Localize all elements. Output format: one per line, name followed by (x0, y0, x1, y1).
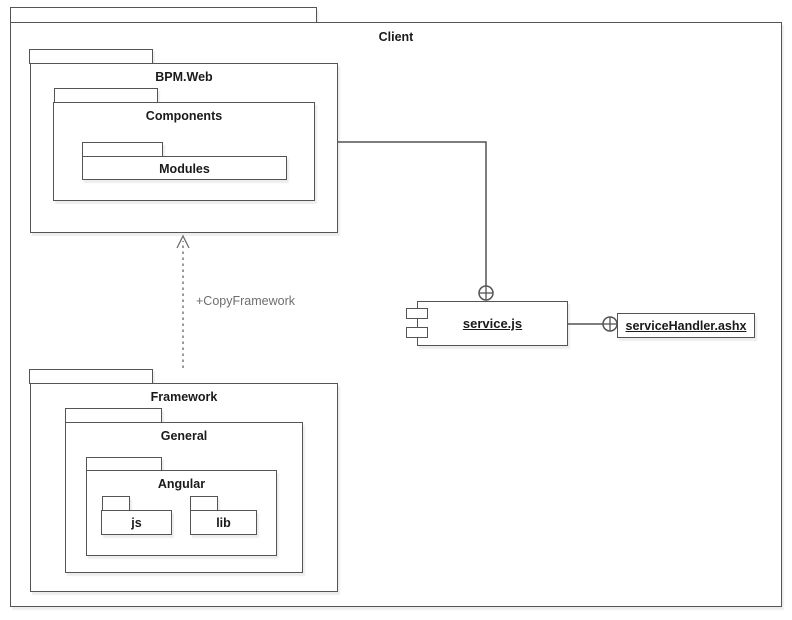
component-prong-icon (406, 308, 428, 319)
package-lib-label: lib (216, 516, 231, 530)
package-client-label: Client (378, 30, 414, 44)
component-service-js[interactable]: service.js (406, 301, 568, 346)
component-service-js-label: service.js (462, 316, 523, 331)
component-prong-icon (406, 327, 428, 338)
package-general-tab[interactable] (65, 408, 162, 423)
package-angular-label: Angular (157, 477, 206, 491)
package-modules-body[interactable]: Modules (82, 156, 287, 180)
package-general-label: General (160, 429, 208, 443)
package-modules-tab[interactable] (82, 142, 163, 157)
package-js-body[interactable]: js (101, 510, 172, 535)
package-framework-tab[interactable] (29, 369, 153, 384)
package-bpm-web-tab[interactable] (29, 49, 153, 64)
package-js-tab[interactable] (102, 496, 130, 511)
package-bpm-web-label: BPM.Web (155, 70, 213, 84)
package-lib-body[interactable]: lib (190, 510, 257, 535)
package-lib-tab[interactable] (190, 496, 218, 511)
package-angular-tab[interactable] (86, 457, 162, 471)
package-client-tab[interactable] (10, 7, 317, 23)
package-components-label: Components (145, 109, 223, 123)
package-js-label: js (131, 516, 142, 530)
artifact-service-handler[interactable]: serviceHandler.ashx (617, 313, 755, 338)
package-framework-label: Framework (150, 390, 218, 404)
package-modules-label: Modules (159, 162, 210, 176)
dependency-label-copyframework: +CopyFramework (196, 294, 295, 308)
package-components-tab[interactable] (54, 88, 158, 103)
